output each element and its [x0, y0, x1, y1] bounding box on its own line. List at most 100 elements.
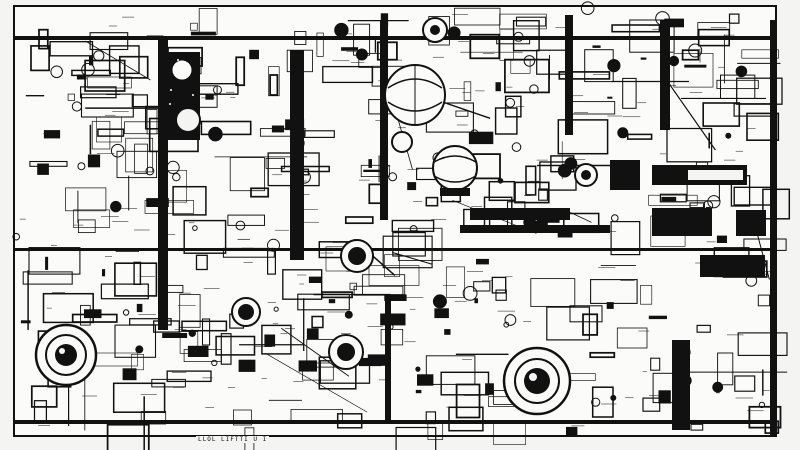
ink-block — [684, 64, 707, 68]
ink-block — [238, 359, 256, 372]
rivet-dial — [735, 65, 748, 78]
panel-module — [582, 313, 599, 336]
ink-block — [264, 334, 276, 347]
rivet-dial — [81, 62, 95, 77]
central-sphere-capsule — [391, 131, 478, 196]
ink-block — [606, 302, 614, 309]
rivet-dial — [267, 238, 280, 252]
panel-module — [166, 370, 212, 383]
ink-block — [380, 313, 406, 326]
panel-module — [183, 219, 227, 254]
ink-block — [566, 426, 578, 435]
panel-module — [488, 180, 516, 202]
ink-block — [380, 13, 389, 27]
panel-module — [97, 128, 125, 137]
ink-block — [45, 256, 49, 270]
panel-module — [690, 423, 704, 431]
panel-module — [79, 86, 117, 99]
pipe-line — [668, 83, 716, 151]
panel-module — [391, 219, 435, 233]
rivet-dial — [725, 132, 732, 139]
ink-block — [306, 328, 319, 340]
panel-module — [100, 283, 149, 300]
panel-module — [610, 220, 641, 256]
panel-module — [395, 426, 437, 450]
ink-block — [384, 294, 407, 301]
ink-block — [485, 383, 494, 395]
rivet-dial — [758, 401, 766, 409]
ink-block — [495, 82, 501, 92]
rivet-dial — [511, 142, 522, 152]
rivet-dial — [564, 157, 578, 170]
rivet-dial — [580, 1, 595, 15]
panel-module — [22, 271, 73, 285]
ink-block — [592, 45, 601, 48]
horizontal-band-right — [460, 225, 610, 233]
rivet-dial — [110, 143, 125, 158]
ink-block — [89, 56, 94, 66]
ink-block — [205, 93, 214, 100]
panel-module — [77, 219, 96, 234]
ink-block — [434, 308, 449, 319]
panel-module — [282, 269, 323, 300]
panel-module — [491, 276, 507, 294]
rivet-dial — [192, 225, 198, 231]
panel-module — [757, 294, 771, 307]
right-side-dark-cabinet — [770, 20, 776, 435]
panel-module — [96, 116, 122, 143]
rivet-dial — [172, 172, 181, 182]
panel-module — [425, 196, 439, 207]
dark-bar-lower-center — [385, 300, 391, 420]
rivet-dial — [415, 366, 421, 372]
ink-block — [43, 130, 61, 139]
dark-column-left — [158, 40, 168, 330]
ink-block — [640, 57, 647, 60]
panel-module — [642, 397, 661, 412]
panel-module — [737, 332, 788, 356]
panel-module — [29, 160, 68, 167]
panel-module — [269, 74, 279, 96]
panel-module — [302, 362, 334, 381]
panel-module — [360, 164, 390, 178]
ink-block — [187, 345, 209, 357]
dark-column-right-2 — [565, 15, 573, 135]
ink-block — [468, 131, 494, 145]
panel-module — [181, 320, 228, 332]
panel-module — [116, 150, 158, 179]
panel-module — [297, 293, 350, 311]
rivet-dial — [77, 162, 86, 171]
ink-block — [20, 320, 31, 324]
rivet-dial — [135, 345, 144, 354]
ink-block — [368, 159, 372, 168]
ink-block — [122, 368, 137, 381]
ink-block — [249, 49, 259, 60]
horizontal-band-middle — [14, 248, 776, 251]
dark-column-center — [290, 50, 304, 260]
rivet-dial — [591, 397, 601, 407]
rivet-dial — [355, 48, 368, 61]
rivet-dial — [617, 127, 629, 139]
rivet-dial — [529, 84, 539, 94]
panel-module — [557, 119, 609, 155]
panel-module — [229, 157, 265, 192]
panel-module — [734, 375, 756, 392]
panel-module — [87, 76, 132, 89]
panel-module — [515, 16, 547, 27]
panel-module — [616, 327, 648, 349]
rivet-dial — [607, 59, 621, 73]
panel-module — [622, 77, 637, 109]
ink-block — [136, 303, 143, 313]
panel-module — [316, 32, 324, 57]
ink-block — [190, 31, 216, 36]
ink-block — [162, 333, 188, 338]
panel-module — [91, 120, 111, 150]
panel-module — [131, 353, 144, 371]
panel-module — [495, 289, 507, 301]
panel-module — [469, 33, 501, 60]
ink-block — [341, 47, 359, 51]
panel-module — [448, 406, 484, 432]
lower-right-porthole-dial — [502, 163, 598, 416]
dark-bar-lower-right — [672, 340, 690, 430]
panel-module — [530, 278, 576, 307]
